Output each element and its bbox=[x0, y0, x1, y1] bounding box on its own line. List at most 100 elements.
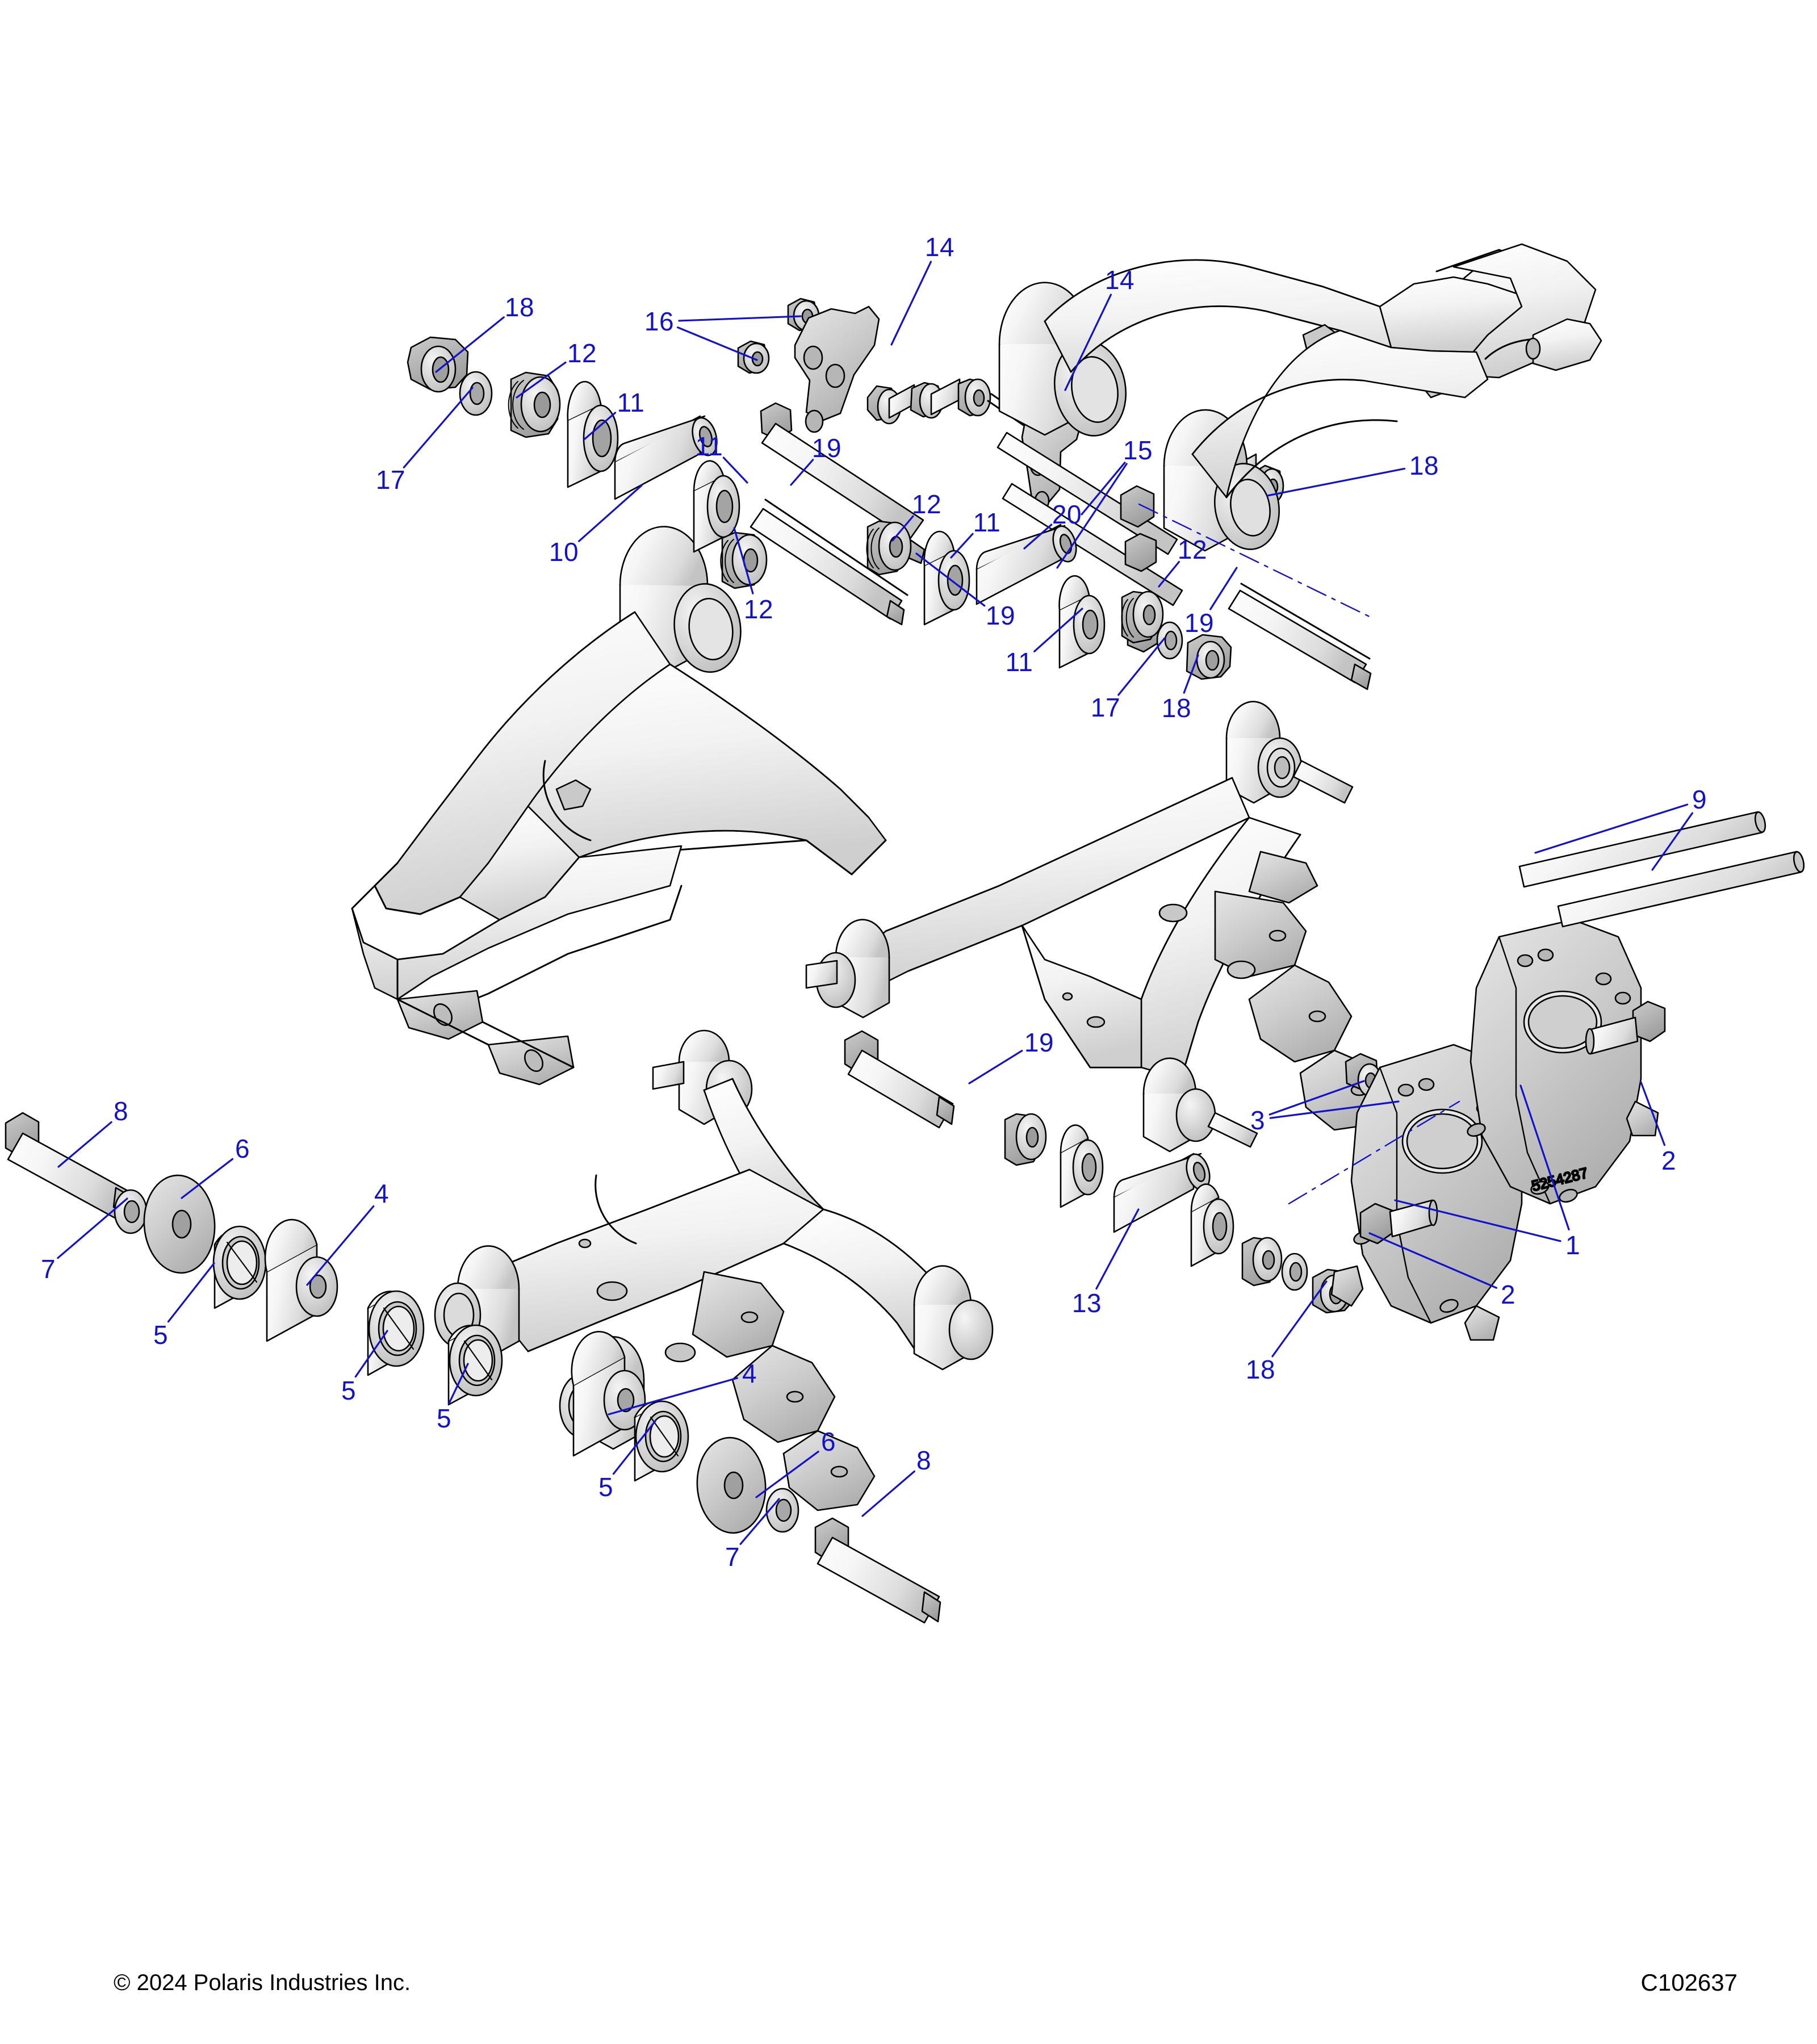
callout-c8-a: 8 bbox=[113, 1096, 129, 1126]
leader-line-c19-c bbox=[1209, 567, 1238, 610]
callout-c11-d: 11 bbox=[1005, 647, 1033, 677]
part-16-shoulder-bolt-b bbox=[737, 340, 770, 374]
callout-c14-b: 14 bbox=[1104, 265, 1135, 295]
part-11-bushing-sleeve-e bbox=[1060, 1124, 1104, 1208]
callout-c14-a: 14 bbox=[924, 232, 955, 262]
part-11-bushing-sleeve-c bbox=[923, 530, 970, 626]
leader-line-c18-a bbox=[435, 316, 505, 373]
callout-c17-b: 17 bbox=[1090, 693, 1121, 722]
part-19-hex-bolt-d bbox=[844, 1030, 955, 1129]
callout-c9: 9 bbox=[1692, 785, 1707, 814]
leader-line-c19-b bbox=[915, 552, 986, 607]
part-19-hex-bolt-a bbox=[760, 402, 926, 564]
part-19-hex-bolt-c bbox=[1228, 583, 1372, 690]
callout-c2-b: 2 bbox=[1500, 1280, 1516, 1309]
part-1-bearing-carrier-bracket-rear: 5254287 bbox=[1467, 919, 1659, 1205]
callout-c1-b: 1 bbox=[1565, 1230, 1581, 1260]
leader-line-c18-c bbox=[1183, 654, 1199, 694]
leader-line-c5-b bbox=[354, 1330, 388, 1378]
callout-c2-a: 2 bbox=[1661, 1146, 1677, 1175]
leader-line-c4-b bbox=[608, 1377, 738, 1415]
part-5-flanged-bushing-c bbox=[447, 1324, 503, 1406]
leader-line-c6-a bbox=[181, 1158, 234, 1199]
copyright-notice: © 2024 Polaris Industries Inc. bbox=[114, 1970, 411, 1995]
callout-c7-a: 7 bbox=[40, 1254, 56, 1284]
leader-line-c18-b bbox=[1266, 467, 1406, 497]
leader-line-c7-b bbox=[739, 1498, 780, 1545]
part-8-hex-bolt-b bbox=[814, 1517, 941, 1624]
callout-c8-b: 8 bbox=[916, 1446, 932, 1475]
callout-c1: 1 bbox=[1565, 1230, 1581, 1260]
callout-c16: 16 bbox=[644, 307, 675, 336]
part-11-bushing-sleeve-f bbox=[1190, 1183, 1234, 1267]
part-15-stabilizer-shaft-upper bbox=[866, 378, 1029, 427]
leader-line-c15 bbox=[1056, 463, 1128, 569]
callout-c12-d: 12 bbox=[1177, 535, 1208, 564]
leader-line-c15 bbox=[1081, 462, 1126, 516]
leader-line-c11-c bbox=[950, 533, 974, 559]
leader-line-c1 bbox=[1519, 1084, 1570, 1231]
leader-line-c3 bbox=[1269, 1100, 1400, 1119]
upper-control-arm-left bbox=[351, 526, 887, 1086]
leader-line-c12-c bbox=[733, 527, 754, 594]
leader-line-c12-a bbox=[516, 361, 567, 399]
callout-c4-b: 4 bbox=[742, 1359, 757, 1388]
part-12-grooved-bushing-d bbox=[1121, 590, 1164, 644]
callout-c18-a: 18 bbox=[504, 292, 535, 322]
leader-line-c11-b bbox=[722, 456, 748, 484]
leader-line-c1-b bbox=[1394, 1199, 1561, 1242]
callout-c11-b: 11 bbox=[695, 432, 723, 461]
part-2-flange-bolt-b bbox=[1359, 1199, 1438, 1245]
callout-c15: 15 bbox=[1123, 435, 1153, 465]
leader-line-c17-b bbox=[1117, 637, 1166, 696]
callout-c19-d: 19 bbox=[1024, 1028, 1054, 1057]
callout-c5-a: 5 bbox=[153, 1320, 169, 1350]
leader-line-c5-a bbox=[167, 1262, 215, 1323]
callout-c5-b: 5 bbox=[341, 1376, 357, 1405]
leader-line-c13 bbox=[1095, 1208, 1140, 1290]
part-12-grooved-bushing-f bbox=[1241, 1237, 1283, 1287]
part-2-flange-bolt-a bbox=[1585, 1000, 1666, 1055]
leader-line-c5-d bbox=[612, 1420, 656, 1475]
leader-line-c2-a bbox=[1640, 1081, 1666, 1146]
leader-line-c3 bbox=[1268, 1080, 1365, 1116]
leader-line-c19-a bbox=[790, 459, 814, 486]
leader-line-c9 bbox=[1651, 812, 1694, 871]
part-6-large-washer-a bbox=[143, 1174, 216, 1274]
drawing-code: C102637 bbox=[1640, 1969, 1738, 1996]
leader-line-c16 bbox=[676, 326, 758, 361]
leader-line-c19-d bbox=[968, 1050, 1023, 1084]
callout-c7-b: 7 bbox=[725, 1542, 740, 1572]
leader-line-c10 bbox=[578, 484, 643, 542]
leader-line-c20 bbox=[1023, 523, 1053, 550]
callout-c12-c: 12 bbox=[743, 594, 774, 624]
leader-line-c17-a bbox=[403, 387, 474, 468]
part-4-pivot-spacer-b bbox=[571, 1331, 646, 1457]
part-5-flanged-bushing-b bbox=[367, 1290, 425, 1376]
part-17-thin-washer-a bbox=[459, 371, 493, 416]
leader-line-c4-a bbox=[306, 1205, 375, 1286]
callout-c6-b: 6 bbox=[820, 1427, 836, 1456]
part-12-grooved-bushing-c bbox=[866, 520, 912, 576]
callout-c17-a: 17 bbox=[375, 465, 406, 495]
part-17-thin-washer-c bbox=[1281, 1253, 1308, 1291]
leader-line-c16 bbox=[678, 315, 802, 322]
leader-line-c14-b bbox=[1064, 294, 1112, 391]
upper-control-arm-right bbox=[998, 243, 1602, 552]
callout-c13: 13 bbox=[1071, 1288, 1102, 1318]
part-7-small-washer-a bbox=[114, 1189, 148, 1234]
leader-line-c11-a bbox=[584, 412, 617, 440]
callout-c10: 10 bbox=[549, 537, 579, 567]
leader-line-c18-d bbox=[1271, 1280, 1328, 1358]
leader-line-c2-b bbox=[1368, 1232, 1498, 1289]
part-6-large-washer-b bbox=[696, 1436, 767, 1534]
part-14-link-plate-a bbox=[794, 305, 880, 433]
part-15-shaft-hex-nut-a bbox=[1120, 485, 1155, 528]
callout-c11-a: 11 bbox=[617, 388, 645, 417]
trailing-arm-rear bbox=[805, 701, 1392, 1153]
callout-c11-c: 11 bbox=[973, 508, 1001, 537]
callout-c19-b: 19 bbox=[985, 601, 1016, 630]
leader-line-c12-b bbox=[891, 515, 914, 542]
